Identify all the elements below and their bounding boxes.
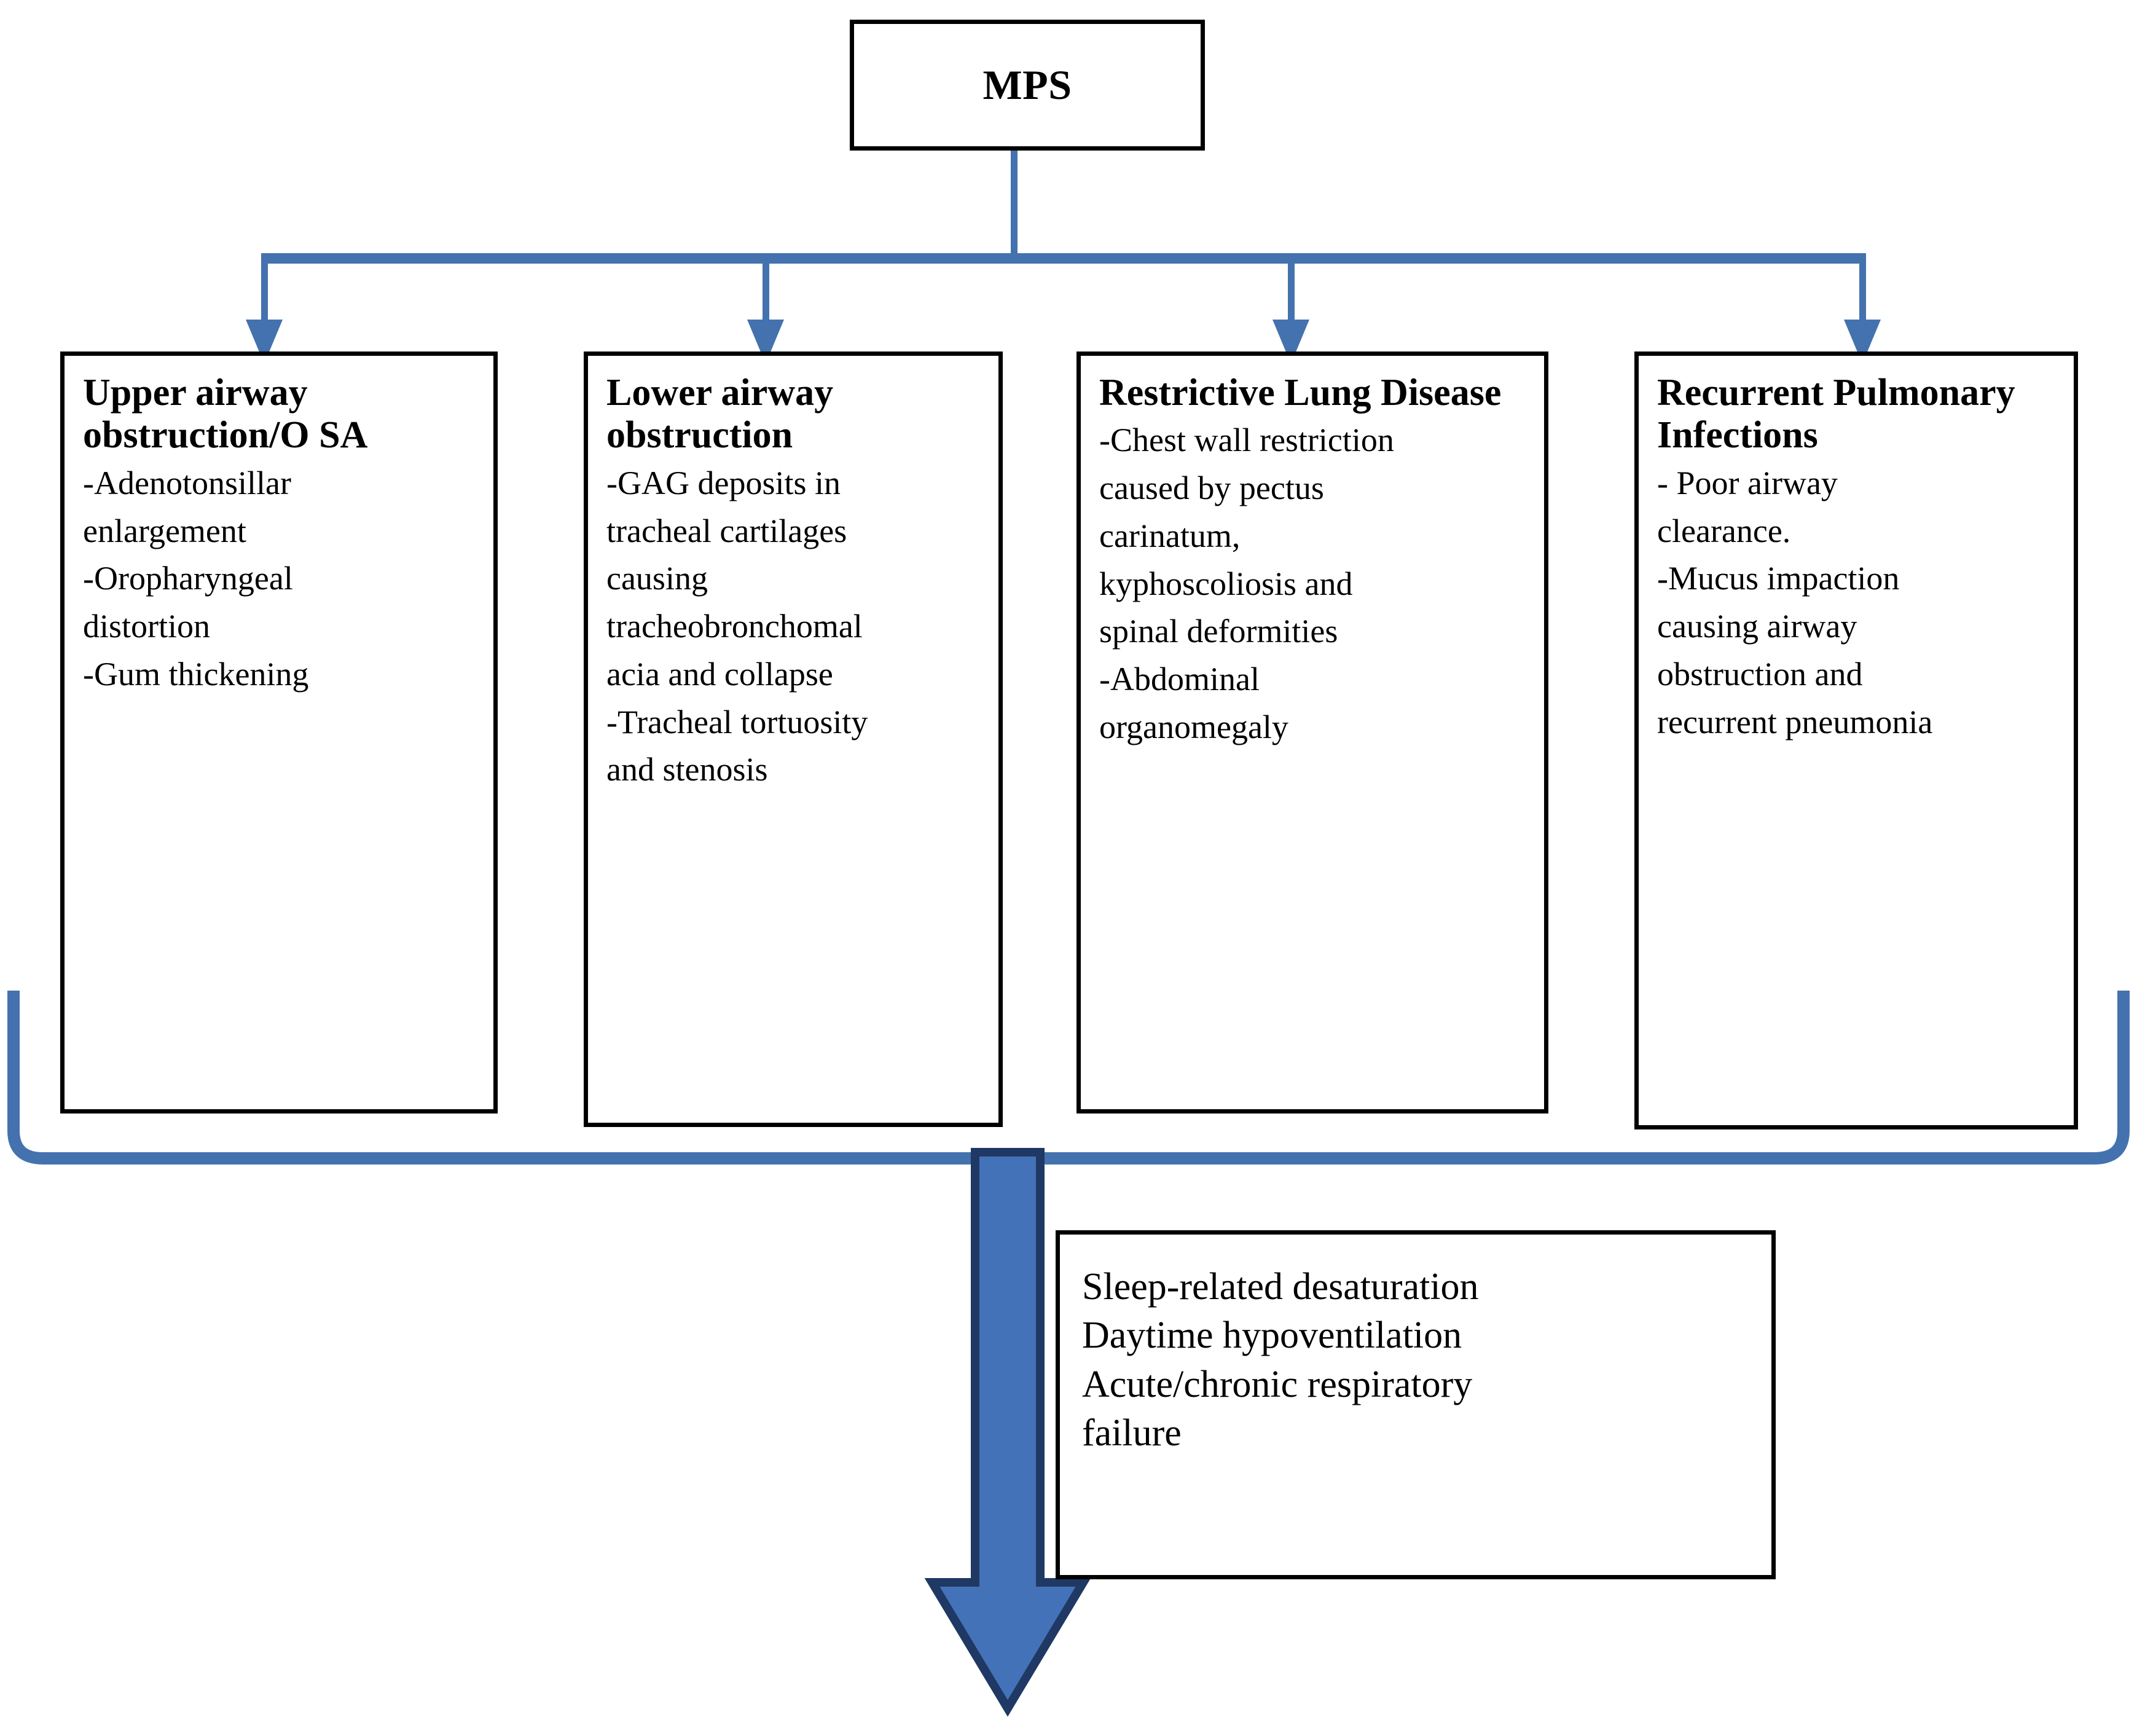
body-line: recurrent pneumonia (1657, 703, 1933, 740)
node-lower-airway-title: Lower airway obstruction (606, 372, 982, 457)
node-restrictive-lung-body: -Chest wall restriction caused by pectus… (1099, 417, 1528, 751)
node-lower-airway-body: -GAG deposits in tracheal cartilages cau… (606, 460, 982, 794)
body-line: -Oropharyngeal (83, 560, 293, 597)
body-line: caused by pectus (1099, 469, 1324, 507)
title-line: Infections (1657, 414, 1818, 457)
connector-branch-4-vertical (1859, 253, 1866, 336)
node-recurrent-pulmonary-infections[interactable]: Recurrent Pulmonary Infections - Poor ai… (1634, 352, 2078, 1129)
body-line: -Gum thickening (83, 655, 309, 693)
title-line: Lower airway (606, 372, 834, 414)
title-line: Recurrent (1657, 372, 1824, 414)
outcome-line: Acute/chronic respiratory (1082, 1363, 1473, 1405)
body-line: carinatum, (1099, 517, 1241, 554)
connector-trunk-vertical (1011, 151, 1018, 260)
body-line: kyphoscoliosis and (1099, 565, 1353, 602)
connector-branch-2-vertical (763, 253, 769, 336)
node-recurrent-pulmonary-body: - Poor airway clearance. -Mucus impactio… (1657, 460, 2058, 747)
outcome-line: failure (1082, 1412, 1182, 1455)
connector-distribution-bar (261, 253, 1866, 264)
body-line: acia and collapse (606, 655, 833, 693)
node-upper-airway-body: -Adenotonsillar enlargement -Oropharynge… (83, 460, 477, 699)
node-mps-label: MPS (982, 61, 1072, 108)
body-line: obstruction and (1657, 655, 1863, 693)
body-line: -Tracheal tortuosity (606, 703, 868, 740)
body-line: -Abdominal (1099, 661, 1260, 698)
title-line: Upper airway (83, 372, 308, 414)
title-line: obstruction/O (83, 414, 310, 457)
body-line: organomegaly (1099, 708, 1288, 745)
outcome-line: Sleep-related desaturation (1082, 1266, 1479, 1308)
title-line: Pulmonary (1833, 372, 2015, 414)
body-line: clearance. (1657, 512, 1791, 549)
node-lower-airway-obstruction[interactable]: Lower airway obstruction -GAG deposits i… (584, 352, 1003, 1127)
body-line: -GAG deposits in (606, 464, 841, 501)
node-restrictive-lung-title: Restrictive Lung Disease (1099, 372, 1528, 414)
node-upper-airway-title: Upper airway obstruction/O SA (83, 372, 477, 457)
outcome-arrow-icon (924, 1148, 1091, 1717)
body-line: spinal deformities (1099, 613, 1338, 650)
body-line: - Poor airway (1657, 464, 1838, 501)
title-line: Lung Disease (1284, 372, 1502, 414)
body-line: -Adenotonsillar (83, 464, 291, 501)
node-recurrent-pulmonary-title: Recurrent Pulmonary Infections (1657, 372, 2058, 457)
body-line: tracheobronchomal (606, 608, 863, 645)
body-line: causing airway (1657, 608, 1857, 645)
title-line: SA (319, 414, 368, 457)
connector-branch-1-vertical (261, 253, 268, 336)
node-upper-airway-obstruction[interactable]: Upper airway obstruction/O SA -Adenotons… (60, 352, 498, 1113)
convergence-bracket (7, 991, 2130, 1165)
node-mps[interactable]: MPS (850, 20, 1205, 151)
node-outcome[interactable]: Sleep-related desaturation Daytime hypov… (1056, 1230, 1776, 1579)
node-restrictive-lung-disease[interactable]: Restrictive Lung Disease -Chest wall res… (1076, 352, 1548, 1113)
body-line: and stenosis (606, 751, 768, 788)
title-line: obstruction (606, 414, 793, 457)
body-line: causing (606, 560, 708, 597)
body-line: enlargement (83, 512, 246, 549)
body-line: -Mucus impaction (1657, 560, 1900, 597)
outcome-line: Daytime hypoventilation (1082, 1314, 1462, 1357)
connector-branch-3-vertical (1288, 253, 1295, 336)
body-line: tracheal cartilages (606, 512, 847, 549)
body-line: distortion (83, 608, 211, 645)
title-line: Restrictive (1099, 372, 1275, 414)
body-line: -Chest wall restriction (1099, 422, 1394, 459)
